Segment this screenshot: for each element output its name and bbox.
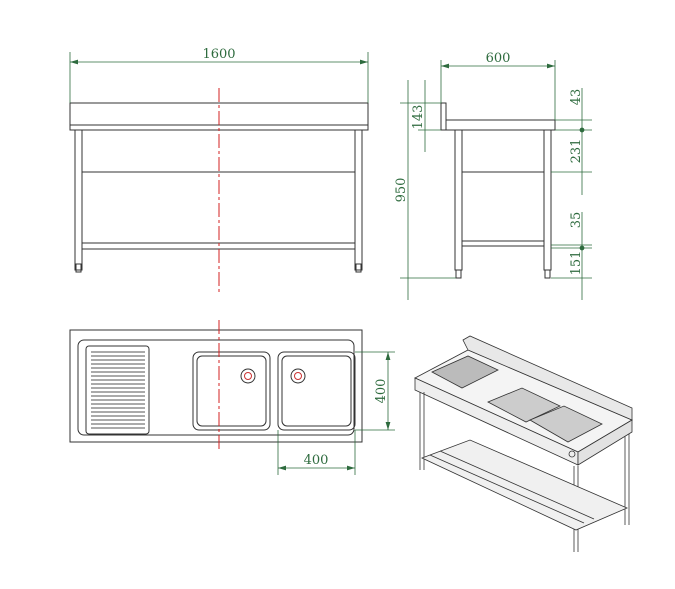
isometric-sink-view xyxy=(414,335,633,552)
bowl-depth-400-label: 400 xyxy=(374,379,389,404)
height-950-label: 950 xyxy=(394,178,409,203)
depth-600-label: 600 xyxy=(486,51,511,66)
dim-35-label: 35 xyxy=(569,212,584,229)
backsplash-143-label: 143 xyxy=(411,105,426,130)
top-view xyxy=(69,329,363,443)
width-1600-label: 1600 xyxy=(202,47,235,62)
front-width-dimension xyxy=(69,52,369,103)
drainer-grooves xyxy=(91,351,145,429)
top-dimensions xyxy=(277,351,395,475)
side-dimensions xyxy=(400,60,592,300)
bowl-width-400-label: 400 xyxy=(304,453,329,468)
dim-43-label: 43 xyxy=(569,89,584,106)
side-view xyxy=(440,102,556,279)
dim-231-label: 231 xyxy=(569,139,584,164)
dim-151-label: 151 xyxy=(569,251,584,276)
